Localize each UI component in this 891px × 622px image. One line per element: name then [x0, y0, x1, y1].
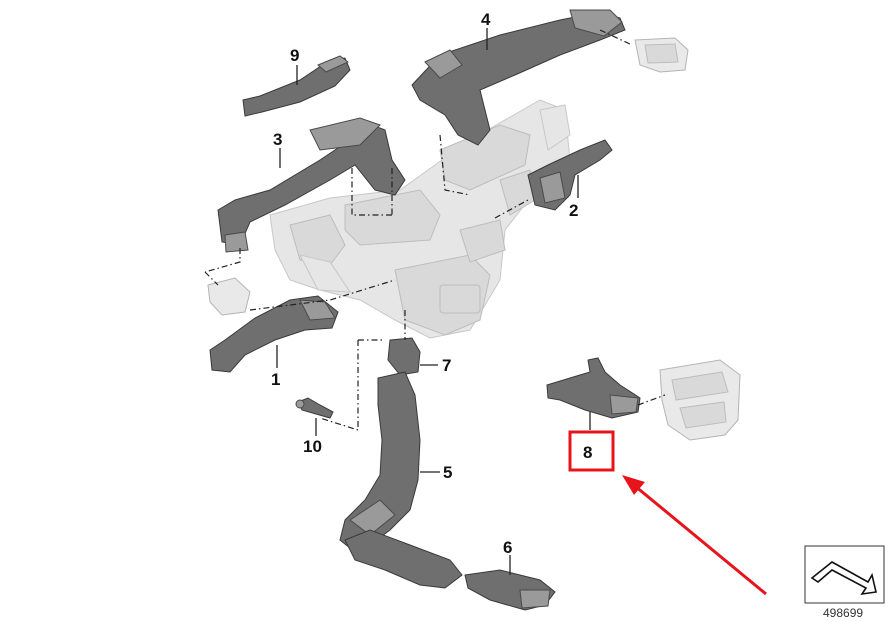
part-2-duct: [527, 139, 613, 211]
callout-2: 2: [569, 201, 578, 220]
callout-10: 10: [303, 437, 322, 456]
catalog-number: 498699: [823, 606, 863, 620]
highlight-box: [568, 430, 615, 472]
highlight-annotation: [568, 430, 767, 596]
leader-lines: [276, 28, 591, 575]
part-3-duct: [217, 117, 406, 253]
highlight-arrow-shaft: [634, 484, 767, 596]
part-9-duct: [242, 55, 351, 117]
callout-6: 6: [503, 538, 512, 557]
part-8-duct: [546, 357, 641, 419]
callout-labels: 9 3 4 2 1 7 5 6 10 8: [271, 10, 592, 557]
part-6-duct: [344, 529, 556, 611]
callout-8: 8: [583, 443, 592, 462]
part-4-duct: [411, 9, 626, 146]
callout-1: 1: [271, 370, 280, 389]
part-4-vent: [634, 37, 689, 73]
part-10-sensor: [295, 397, 334, 419]
part-5-duct: [339, 371, 421, 553]
assembly-lines: [204, 29, 666, 431]
callout-9: 9: [290, 46, 299, 65]
hvac-housing-ghost: [269, 99, 571, 339]
catalog-symbol: 498699: [804, 545, 885, 620]
part-8-vent: [659, 359, 741, 441]
callout-4: 4: [481, 10, 491, 29]
callout-7: 7: [442, 356, 451, 375]
part-1-vent: [207, 277, 251, 316]
part-1-duct: [209, 295, 339, 373]
callout-3: 3: [273, 130, 282, 149]
highlight-arrow-head: [622, 475, 645, 495]
part-7-connector: [387, 337, 421, 376]
callout-5: 5: [443, 463, 452, 482]
duct-symbol-icon: [810, 561, 877, 596]
